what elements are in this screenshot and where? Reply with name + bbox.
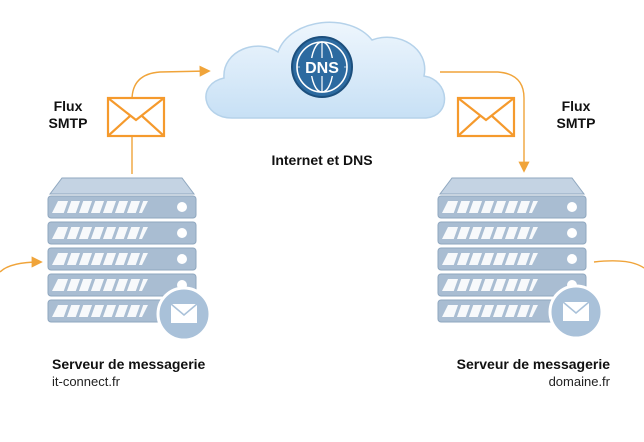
server-icon bbox=[47, 177, 197, 323]
flux-smtp-right-label: Flux SMTP bbox=[546, 98, 606, 132]
server-left-title: Serveur de messagerie bbox=[52, 356, 206, 372]
cloud-label: Internet et DNS bbox=[271, 152, 373, 168]
server-right-domain: domaine.fr bbox=[548, 374, 610, 389]
mail-badge-icon bbox=[548, 284, 604, 340]
arrow-right-outgoing bbox=[593, 260, 644, 269]
server-left-domain: it-connect.fr bbox=[52, 374, 120, 389]
mail-badge-icon bbox=[156, 286, 212, 342]
envelope-icon bbox=[106, 96, 166, 138]
flux-left-line1: Flux bbox=[53, 98, 83, 114]
dns-badge-text: DNS bbox=[305, 60, 339, 77]
server-right-title: Serveur de messagerie bbox=[456, 356, 610, 372]
envelope-icon bbox=[456, 96, 516, 138]
arrow-left-incoming bbox=[0, 256, 43, 273]
flux-right-line2: SMTP bbox=[556, 115, 596, 131]
arrow-right-down bbox=[440, 71, 530, 173]
flux-smtp-left-label: Flux SMTP bbox=[40, 98, 96, 132]
server-left-caption: Serveur de messagerie it-connect.fr bbox=[52, 356, 282, 390]
server-right-caption: Serveur de messagerie domaine.fr bbox=[396, 356, 610, 390]
flux-right-line1: Flux bbox=[561, 98, 591, 114]
flux-left-line2: SMTP bbox=[48, 115, 88, 131]
globe-icon: DNS bbox=[291, 36, 353, 98]
